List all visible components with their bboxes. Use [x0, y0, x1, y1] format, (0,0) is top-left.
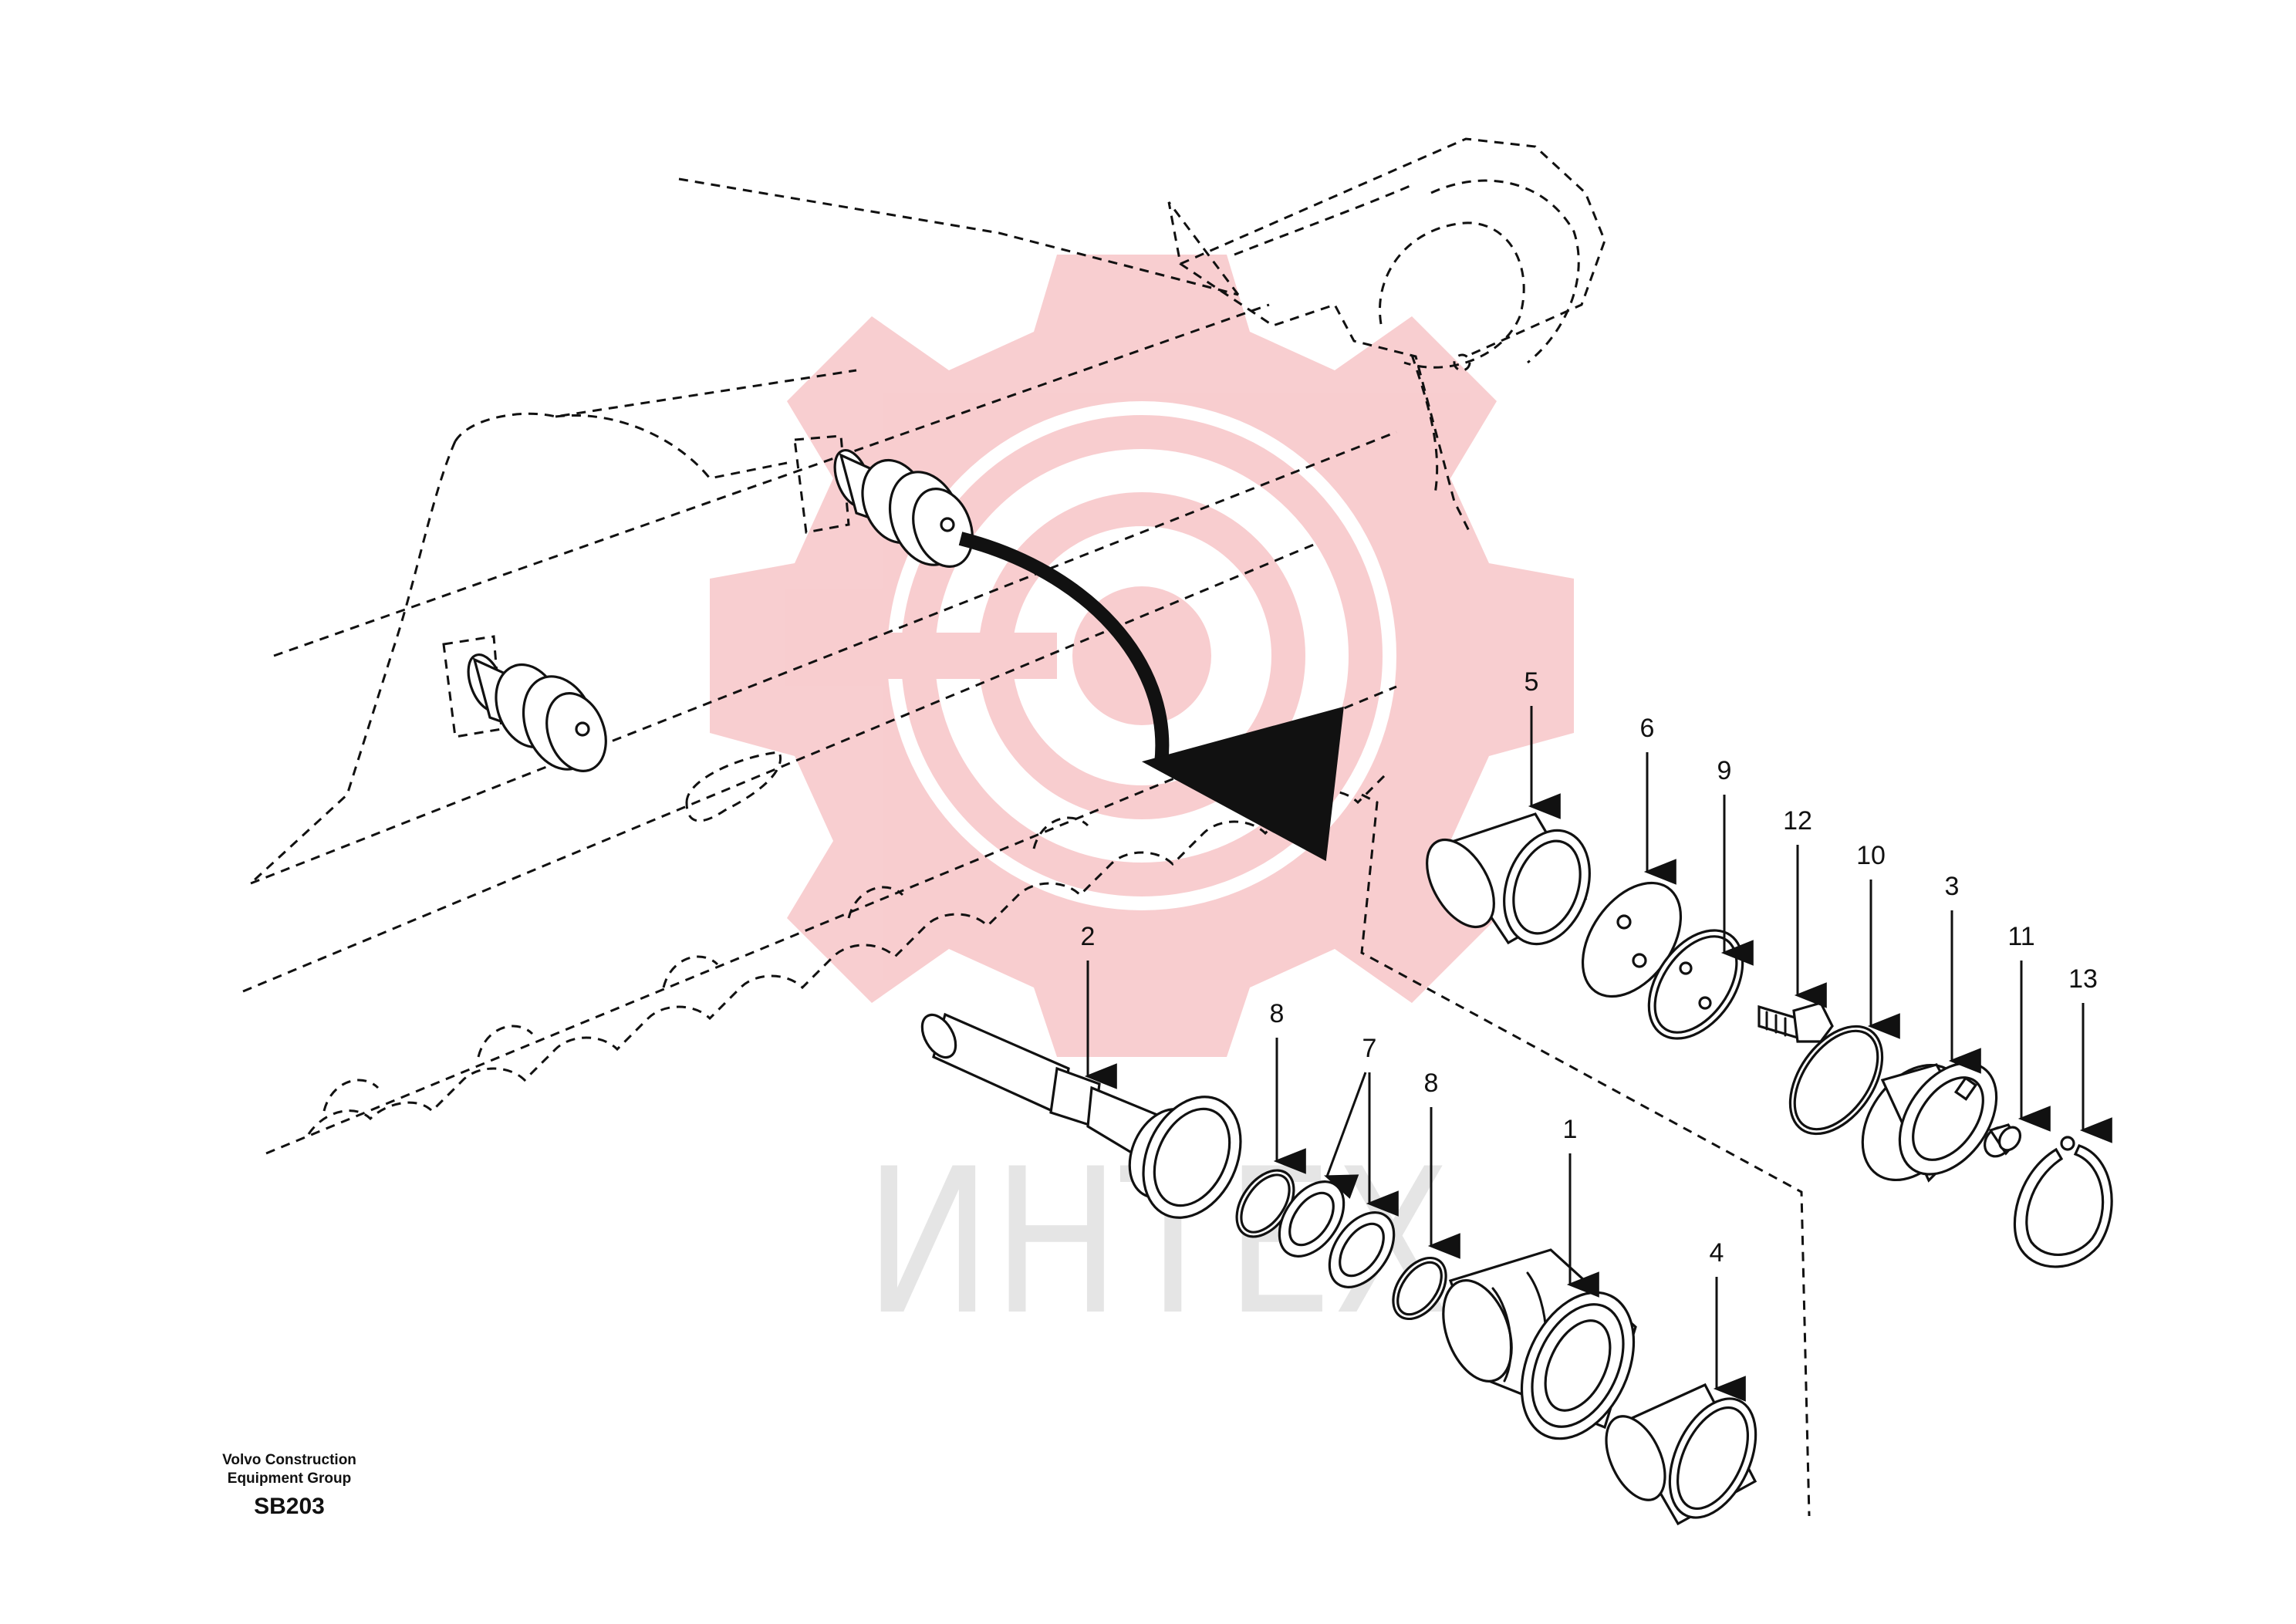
- plate-part-6: [1581, 881, 1683, 998]
- callout-9: 9: [1717, 756, 1732, 785]
- callout-8-left: 8: [1270, 999, 1285, 1028]
- callout-labels: 5 6 9 12 10 3 11 13 2 8 7 8 1 4: [1081, 667, 2098, 1268]
- o-ring-part-10: [1788, 1025, 1884, 1136]
- company-name-line2: Equipment Group: [228, 1470, 351, 1487]
- callout-2: 2: [1081, 922, 1096, 951]
- callout-11: 11: [2007, 922, 2034, 951]
- installed-roller-upper: [833, 449, 974, 568]
- bushing-part-4: [1605, 1383, 1757, 1526]
- footer-block: Volvo Construction Equipment Group SB203: [222, 1452, 356, 1519]
- callout-10: 10: [1856, 841, 1886, 870]
- callout-12: 12: [1783, 806, 1812, 836]
- callout-4: 4: [1710, 1238, 1724, 1268]
- seal-part-7-b: [1328, 1211, 1396, 1288]
- callout-7: 7: [1362, 1034, 1377, 1063]
- callout-3: 3: [1945, 872, 1960, 901]
- callout-13: 13: [2068, 964, 2098, 994]
- plug-part-11: [1983, 1123, 2022, 1158]
- exploded-view-boundary: [1360, 793, 1811, 1517]
- callout-1: 1: [1563, 1115, 1578, 1144]
- installed-roller-lower: [467, 653, 607, 772]
- callout-5: 5: [1524, 667, 1539, 697]
- curved-arrow-icon: [958, 532, 1344, 861]
- o-ring-part-9: [1647, 929, 1744, 1040]
- o-ring-part-8-right: [1392, 1256, 1447, 1321]
- callout-leaders: [1084, 706, 2112, 1402]
- bushing-part-5: [1426, 812, 1591, 946]
- snap-ring-part-13: [2013, 1136, 2113, 1268]
- company-name-line1: Volvo Construction: [222, 1452, 356, 1468]
- roller-body-part-1: [1442, 1248, 1637, 1440]
- callout-8-right: 8: [1424, 1069, 1439, 1098]
- bolt-part-12: [1757, 1001, 1834, 1043]
- collar-part-3: [1861, 1062, 1998, 1183]
- callout-6: 6: [1640, 714, 1655, 743]
- diagram-code: SB203: [254, 1494, 325, 1519]
